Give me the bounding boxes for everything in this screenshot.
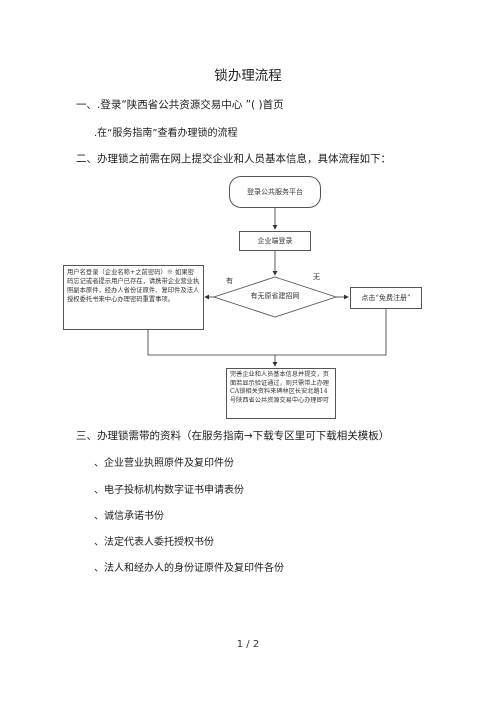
section2-heading: 二、办理锁之前需在网上提交企业和人员基本信息，具体流程如下： — [76, 153, 391, 165]
section1-line1: 一、.登录“陕西省公共资源交易中心 ”( )首页 — [76, 99, 284, 111]
list-item: 、电子投标机构数字证书申请表份 — [94, 485, 244, 496]
flow-login-box: 企业端登录 — [239, 231, 311, 251]
flow-bottom-note-box: 完善企业和人员基本信息并提交，页面若显示验证通过，则只需带上办理CA锁相关资料来… — [226, 368, 336, 419]
list-item: 、诚信承诺书份 — [94, 511, 164, 522]
flow-bottom-note-text: 完善企业和人员基本信息并提交，页面若显示验证通过，则只需带上办理CA锁相关资料来… — [230, 371, 329, 404]
flow-left-note-text: 用户名登录（企业名称+之前密码）※ 如果密码忘记或者提示用户已存在，请携带企业营… — [67, 269, 200, 303]
section3-heading: 三、办理锁需带的资料（在服务指南→下载专区里可下载相关模板） — [76, 430, 390, 442]
flow-decision-label: 有无原省建招网 — [250, 292, 300, 300]
flow-yes-label: 有 — [226, 277, 233, 285]
page-number: 1 / 2 — [236, 639, 260, 650]
flow-register-label: 点击“免费注册” — [361, 294, 411, 302]
page-title: 锁办理流程 — [214, 68, 282, 84]
section1-line2: .在“服务指南”查看办理锁的流程 — [94, 128, 238, 139]
flow-start-box: 登录公共服务平台 — [229, 176, 321, 208]
flow-no-label: 无 — [313, 273, 320, 281]
flow-start-label: 登录公共服务平台 — [247, 188, 303, 196]
flow-left-note-box: 用户名登录（企业名称+之前密码）※ 如果密码忘记或者提示用户已存在，请携带企业营… — [63, 265, 204, 330]
list-item: 、企业营业执照原件及复印件份 — [94, 458, 234, 469]
list-item: 、法人和经办人的身份证原件及复印件各份 — [94, 563, 284, 574]
flow-login-label: 企业端登录 — [257, 237, 293, 245]
flow-register-box: 点击“免费注册” — [350, 287, 422, 309]
list-item: 、法定代表人委托授权书份 — [94, 537, 214, 548]
